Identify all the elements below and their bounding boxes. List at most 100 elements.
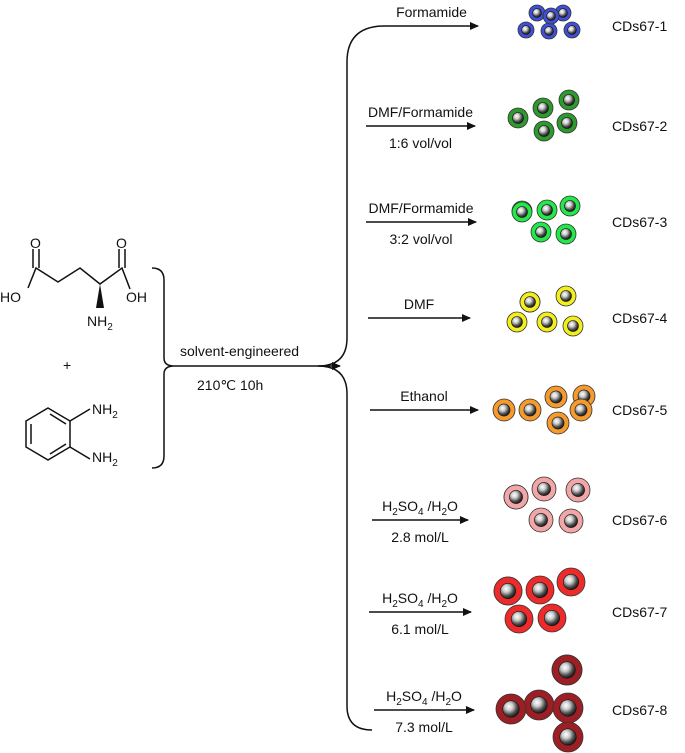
carbon-dot-cluster <box>511 195 581 245</box>
solvent-label: H2SO4 /H2O <box>382 498 458 518</box>
carbon-dot <box>559 195 581 217</box>
carbon-dot <box>493 576 523 606</box>
solvent-part: 2 <box>445 697 451 708</box>
carbon-dot <box>558 89 580 111</box>
solvent-part: H <box>386 688 396 704</box>
carbon-dot <box>565 477 591 503</box>
carbon-dot-cluster <box>492 384 596 435</box>
solvent-label: DMF/Formamide <box>368 200 473 216</box>
phenylenediamine-structure <box>25 407 91 461</box>
amine-label-bottom: NH2 <box>92 449 118 469</box>
carbon-dot <box>532 97 554 119</box>
carbon-dot <box>523 689 555 721</box>
amine-label-top: NH2 <box>92 401 118 421</box>
carbon-dot <box>552 692 584 724</box>
carbon-dot <box>531 476 557 502</box>
carbon-dot <box>555 223 577 245</box>
product-name-label: CDs67-5 <box>612 402 667 418</box>
solvent-label: H2SO4 /H2O <box>382 590 458 610</box>
carbon-dot <box>518 398 542 422</box>
solvent-part: 2 <box>441 507 447 518</box>
carbon-dot <box>562 315 584 337</box>
product-name-label: CDs67-1 <box>612 18 667 34</box>
carbon-dot <box>537 603 567 633</box>
product-name-label: CDs67-2 <box>612 118 667 134</box>
solvent-part: 2 <box>392 599 398 610</box>
solvent-label: Formamide <box>396 4 467 20</box>
carbon-dot <box>517 21 535 39</box>
solvent-part: /H <box>424 498 442 514</box>
ratio-label: 7.3 mol/L <box>395 719 453 735</box>
carbon-dot-cluster <box>507 89 580 142</box>
reactant-brace <box>151 267 175 469</box>
solvent-part: 2 <box>392 507 398 518</box>
o-atom-right: O <box>116 235 127 251</box>
ratio-label: 2.8 mol/L <box>391 529 449 545</box>
ratio-label: 6.1 mol/L <box>391 621 449 637</box>
product-name-label: CDs67-3 <box>612 214 667 230</box>
carbon-dot <box>533 120 555 142</box>
carbon-dot <box>555 285 577 307</box>
glutamic-acid-structure <box>27 249 131 290</box>
carbon-dot <box>544 385 568 409</box>
solvent-label: DMF/Formamide <box>368 104 473 120</box>
solvent-part: 4 <box>418 507 424 518</box>
solvent-part: 4 <box>422 697 428 708</box>
solvent-part: O <box>447 590 458 606</box>
carbon-dot-cluster <box>506 285 584 337</box>
solvent-part: 4 <box>418 599 424 610</box>
solvent-part: 2 <box>441 599 447 610</box>
product-name-label: CDs67-8 <box>612 702 667 718</box>
carbon-dot <box>507 107 529 129</box>
ratio-label: 3:2 vol/vol <box>389 231 452 247</box>
branch-bracket <box>317 25 386 731</box>
carbon-dot <box>540 22 558 40</box>
carbon-dot <box>530 221 552 243</box>
solvent-part: H <box>382 498 392 514</box>
carbon-dot <box>519 291 541 313</box>
carbon-dot <box>528 4 546 22</box>
solvent-label: Ethanol <box>400 388 447 404</box>
carbon-dot <box>558 508 584 534</box>
carbon-dot <box>563 21 581 39</box>
plus-sign: + <box>63 357 71 373</box>
solvent-part: SO <box>398 498 418 514</box>
wedge-bond <box>96 284 104 308</box>
carbon-dot-cluster <box>503 476 591 534</box>
solvent-label: DMF <box>404 296 434 312</box>
product-name-label: CDs67-7 <box>612 604 667 620</box>
o-atom-left: O <box>30 235 41 251</box>
product-name-label: CDs67-4 <box>612 310 667 326</box>
reaction-method-label: solvent-engineered <box>180 343 299 359</box>
carbon-dot <box>503 484 529 510</box>
solvent-part: O <box>447 498 458 514</box>
hydroxyl-label-right: OH <box>126 289 147 305</box>
carbon-dot <box>556 112 578 134</box>
carbon-dot <box>504 604 534 634</box>
branch-dmf-formamide-3-2: DMF/Formamide 3:2 vol/vol CDs67-3 <box>366 195 667 247</box>
carbon-dot <box>511 201 533 223</box>
solvent-part: 2 <box>396 697 402 708</box>
carbon-dot <box>525 575 555 605</box>
carbon-dot-cluster <box>493 567 586 634</box>
carbon-dot <box>536 199 558 221</box>
product-name-label: CDs67-6 <box>612 512 667 528</box>
solvent-part: /H <box>424 590 442 606</box>
amino-label: NH2 <box>87 313 113 333</box>
carbon-dot <box>551 654 583 686</box>
hydroxyl-label-left: HO <box>0 289 21 305</box>
carbon-dot-cluster <box>495 654 584 753</box>
carbon-dot <box>536 311 558 333</box>
carbon-dot <box>569 398 593 422</box>
carbon-dot <box>546 411 570 435</box>
carbon-dot-cluster <box>517 4 581 40</box>
solvent-part: SO <box>398 590 418 606</box>
